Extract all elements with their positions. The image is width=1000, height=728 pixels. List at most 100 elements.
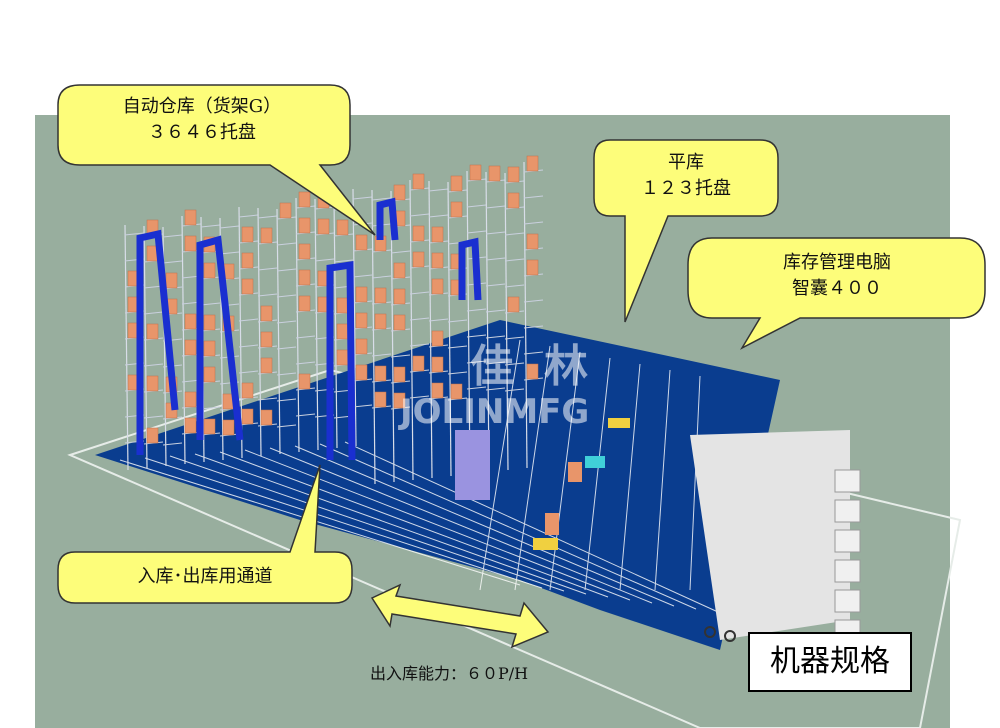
rack-beam <box>276 346 297 350</box>
pallet <box>203 262 216 279</box>
rack-beam <box>352 274 373 278</box>
rack-beam <box>390 250 411 254</box>
floor-line <box>584 357 611 591</box>
pallet <box>431 330 444 347</box>
callout-wms-model: 智囊４００ <box>792 278 882 299</box>
rack-beam <box>485 387 506 391</box>
rack-beam <box>428 188 449 192</box>
rack-beam <box>409 395 430 399</box>
rack-beam <box>409 213 430 217</box>
crane-3 <box>326 260 356 461</box>
pallet <box>507 166 520 183</box>
crane-1 <box>136 229 179 455</box>
rack-beam <box>466 386 487 390</box>
pallet <box>241 252 254 269</box>
rack-upright <box>314 198 319 451</box>
rack-beam <box>371 353 392 357</box>
pallet <box>393 366 406 383</box>
floor-line <box>479 339 521 591</box>
pallet <box>165 272 178 289</box>
callout-passage-title: 入库･出库用通道 <box>137 566 273 587</box>
pallet <box>317 218 330 235</box>
rack-beam <box>257 215 278 219</box>
stacker-cranes <box>136 197 482 461</box>
rack-beam <box>333 259 354 263</box>
rack-beam <box>200 406 221 410</box>
pallet <box>298 295 311 312</box>
callout-flat-shape <box>593 139 779 323</box>
floor-line <box>319 443 697 610</box>
callout-wms-title: 库存管理电脑 <box>783 252 891 273</box>
pallet <box>393 288 406 305</box>
pallet <box>393 314 406 331</box>
rack-upright <box>504 172 509 471</box>
pallet <box>431 252 444 269</box>
pallet <box>241 278 254 295</box>
floor-line <box>244 449 631 601</box>
rack-upright <box>447 181 452 477</box>
rack-upright <box>409 179 414 481</box>
pallet <box>374 287 387 304</box>
pallet <box>507 296 520 313</box>
rack-beam <box>466 230 487 234</box>
pallet <box>241 226 254 243</box>
pallet <box>526 363 539 380</box>
pallet <box>393 184 406 201</box>
rack-beam <box>523 221 544 225</box>
agv <box>585 456 605 468</box>
callout-wms-shape <box>687 237 986 350</box>
site-outline <box>67 368 962 728</box>
callout-shapes <box>57 84 986 649</box>
rack-upright <box>238 206 243 459</box>
wheel <box>704 626 716 638</box>
pallet-load <box>568 462 582 482</box>
pallet <box>469 164 482 181</box>
pallet-load <box>545 513 559 535</box>
rack-beam <box>504 336 525 340</box>
pallet <box>374 391 387 408</box>
floor-line <box>549 351 581 591</box>
callout-asrs-title: 自动仓库（货架G） <box>122 96 282 117</box>
pallet <box>374 365 387 382</box>
pallet <box>298 373 311 390</box>
watermark-brand-en: JOLINMFG <box>400 392 590 432</box>
pallet <box>203 366 216 383</box>
floor-line <box>619 363 641 591</box>
rack-beam <box>219 251 240 255</box>
rack-beam <box>428 214 449 218</box>
rack-structure <box>124 155 544 485</box>
pallet <box>203 340 216 357</box>
pallet <box>336 297 349 314</box>
callout-asrs-capacity: ３６４６托盘 <box>148 122 256 143</box>
pallet <box>507 192 520 209</box>
pallet <box>355 234 368 251</box>
pallet <box>260 409 273 426</box>
pallet <box>279 202 292 219</box>
crane-4 <box>376 197 399 241</box>
dock-doors <box>834 469 861 643</box>
rack-upright <box>181 215 186 465</box>
floor-line <box>514 345 551 591</box>
rack-beam <box>276 294 297 298</box>
pallet <box>355 364 368 381</box>
rack-upright <box>485 171 490 473</box>
pallet <box>336 323 349 340</box>
floor-plan <box>95 320 780 650</box>
rack-beam <box>124 232 145 236</box>
pallet <box>184 209 197 226</box>
spec-title: 机器规格 <box>748 632 912 692</box>
throughput-label: 出入库能力：６０P/H <box>370 664 529 683</box>
pallet <box>298 243 311 260</box>
pallet <box>355 286 368 303</box>
pallet <box>393 392 406 409</box>
rack-upright <box>428 180 433 479</box>
rack-beam <box>143 311 164 315</box>
rack-beam <box>276 242 297 246</box>
pallet <box>260 227 273 244</box>
pallet <box>146 375 159 392</box>
rack-beam <box>523 195 544 199</box>
pallet <box>298 191 311 208</box>
rack-beam <box>523 299 544 303</box>
rack-beam <box>409 343 430 347</box>
